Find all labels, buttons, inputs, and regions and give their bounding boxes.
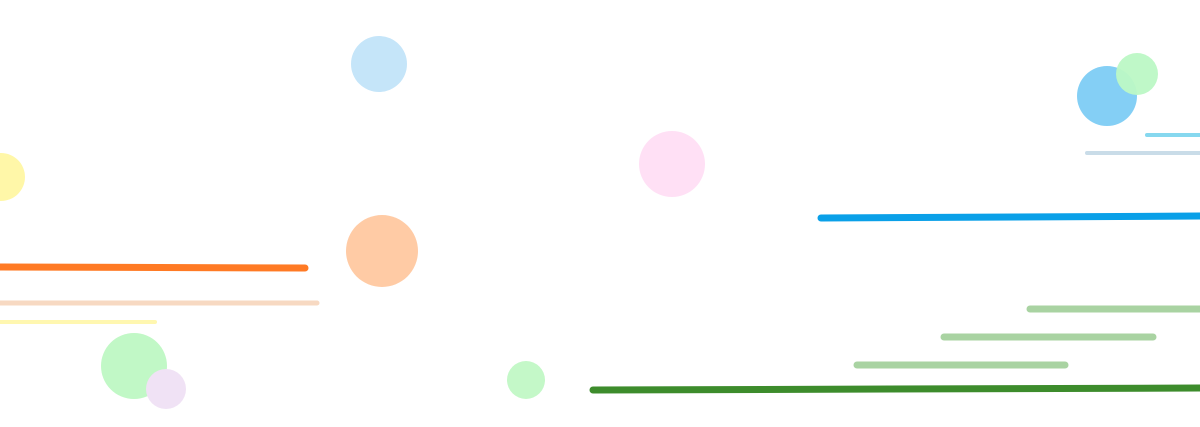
lavender-dot <box>146 369 186 409</box>
pink-dot <box>639 131 705 197</box>
peach-dot <box>346 215 418 287</box>
light-blue-dot <box>351 36 407 92</box>
dark-green-line <box>589 384 1200 394</box>
mint-dot-top-right <box>1116 53 1158 95</box>
mint-dot-bottom-center <box>507 361 545 399</box>
orange-line <box>0 263 309 272</box>
pale-yellow-dot <box>0 153 25 201</box>
bright-blue-line <box>817 212 1200 222</box>
